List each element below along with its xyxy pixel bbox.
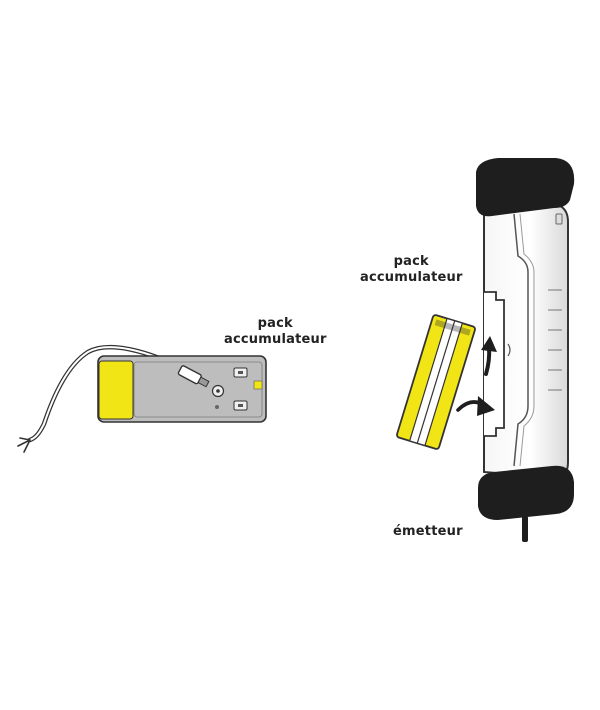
insert-arrow-up bbox=[481, 336, 497, 376]
inserted-battery-pack bbox=[396, 314, 476, 450]
grip-ridges bbox=[548, 213, 563, 391]
insert-arrow-right bbox=[456, 396, 495, 416]
cable-end bbox=[17, 437, 31, 453]
right-pack-label-line2: accumulateur bbox=[360, 270, 463, 285]
plug bbox=[177, 365, 210, 388]
battery-pack-body bbox=[97, 355, 267, 423]
battery-pack-with-cable bbox=[17, 344, 267, 453]
left-pack-label: pack accumulateur bbox=[224, 316, 327, 348]
right-pack-label: pack accumulateur bbox=[360, 254, 463, 286]
antenna bbox=[522, 516, 528, 542]
left-pack-label-line2: accumulateur bbox=[224, 332, 327, 347]
transmitter-label: émetteur bbox=[393, 524, 463, 539]
battery-yellow-band bbox=[98, 360, 134, 420]
bottom-cap bbox=[478, 465, 574, 520]
right-pack-label-line1: pack bbox=[393, 254, 429, 269]
left-pack-label-line1: pack bbox=[257, 316, 293, 331]
transmitter bbox=[396, 158, 575, 542]
top-cap bbox=[476, 158, 575, 217]
battery-compartment bbox=[484, 291, 505, 437]
